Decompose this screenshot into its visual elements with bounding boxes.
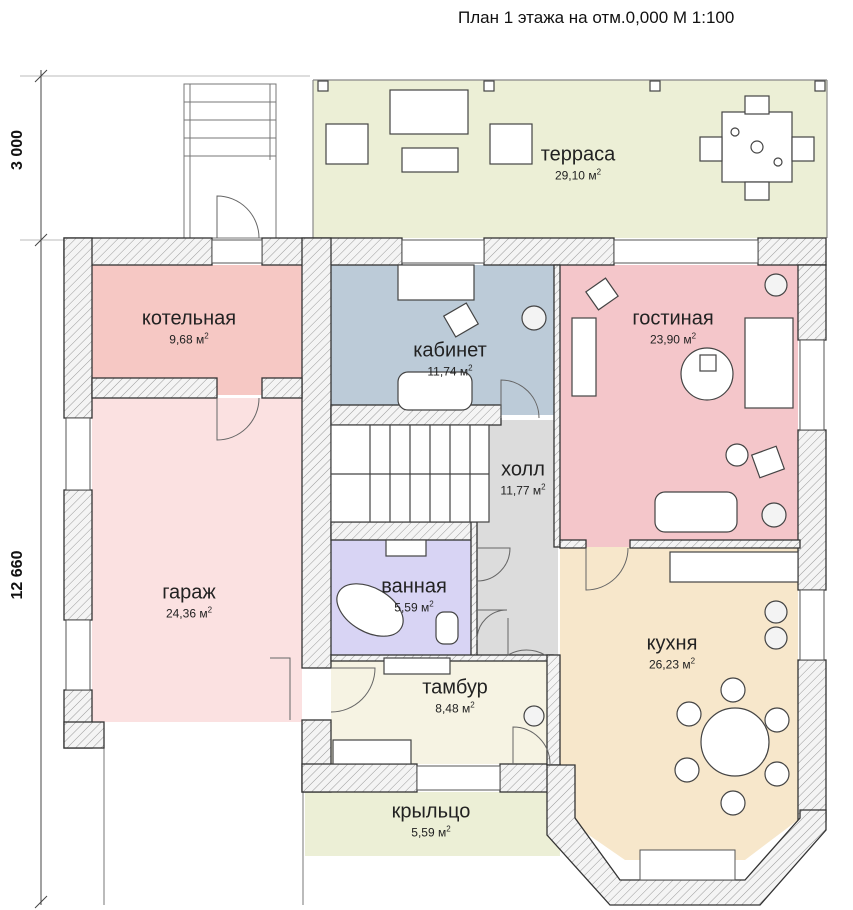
room-label-kitchen: кухня 26,23 м2 [647, 633, 698, 672]
room-name: холл [501, 458, 545, 481]
room-name: котельная [141, 307, 237, 330]
kitchen-floor [560, 547, 798, 860]
room-name: тамбур [422, 676, 488, 699]
room-area: 5,59 м2 [394, 599, 434, 615]
room-name: крыльцо [391, 800, 471, 823]
room-name: гараж [162, 581, 216, 604]
room-area: 24,36 м2 [165, 605, 213, 621]
dimension-main: 12 660 [9, 550, 26, 600]
windows [65, 239, 825, 881]
room-area: 11,74 м2 [427, 363, 473, 379]
dimension-lines [20, 69, 310, 909]
garage-floor [92, 398, 302, 722]
boiler-floor [92, 265, 302, 395]
room-label-office: кабинет 11,74 м2 [413, 340, 487, 379]
room-name: ванная [381, 575, 447, 598]
room-name: кухня [646, 632, 698, 655]
porch-floor [305, 792, 560, 856]
room-label-vestibule: тамбур 8,48 м2 [422, 677, 488, 716]
room-area: 8,48 м2 [435, 700, 475, 716]
room-label-porch: крыльцо 5,59 м2 [392, 801, 471, 840]
room-label-garage: гараж 24,36 м2 [162, 582, 216, 621]
room-label-terrace: терраса 29,10 м2 [541, 144, 616, 183]
room-label-bathroom: ванная 5,59 м2 [381, 576, 447, 615]
room-area: 5,59 м2 [411, 824, 451, 840]
room-label-hall: холл 11,77 м2 [500, 459, 545, 498]
dimension-top: 3 000 [9, 129, 26, 171]
terrace-furniture [312, 79, 828, 238]
room-area: 11,77 м2 [500, 482, 546, 498]
plan-title: План 1 этажа на отм.0,000 М 1:100 [458, 8, 735, 27]
interior-fixtures [330, 264, 799, 816]
door-swings [216, 195, 629, 765]
room-area: 26,23 м2 [648, 656, 696, 672]
room-name: гостиная [632, 307, 714, 330]
room-name: кабинет [413, 339, 487, 362]
room-area: 9,68 м2 [169, 331, 209, 347]
room-area: 29,10 м2 [554, 167, 602, 183]
room-label-boiler: котельная 9,68 м2 [142, 308, 236, 347]
room-name: терраса [540, 143, 616, 166]
room-area: 23,90 м2 [649, 331, 697, 347]
room-label-living: гостиная 23,90 м2 [632, 308, 713, 347]
